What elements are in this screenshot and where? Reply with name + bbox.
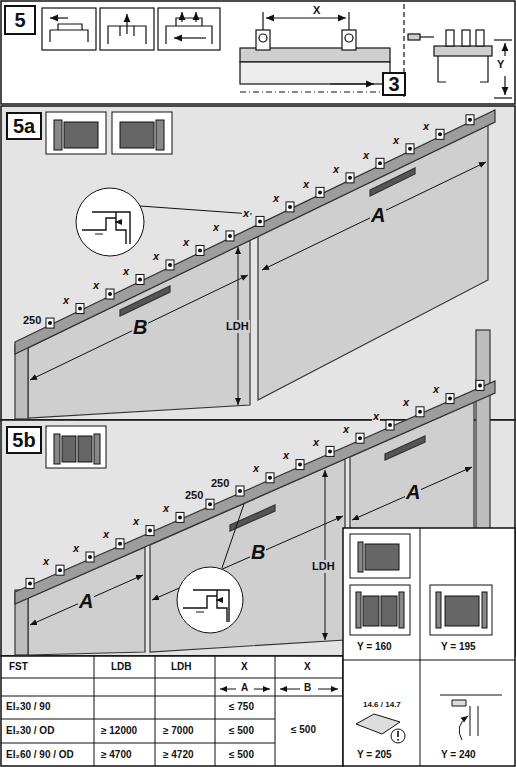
label: Y [496,58,505,71]
step-number: 5b [12,429,35,452]
label: x [92,279,100,292]
label: LDH [170,661,193,673]
label: x [432,383,440,396]
label: X [240,661,249,673]
label: x [242,207,250,220]
label: ≤ 500 [228,725,255,737]
label: x [62,294,70,307]
label: B [132,316,148,339]
label: x [102,528,110,541]
label: x [252,462,260,475]
label: B [250,541,266,564]
step-number: 5a [13,115,35,138]
label: ≤ 500 [228,749,255,761]
label: LDB [110,661,133,673]
label: x [282,449,290,462]
label: x [402,396,410,409]
label: ≥ 12000 [100,725,138,737]
label: Y = 195 [440,641,477,653]
label: EI₂60 / 90 / OD [5,749,75,761]
label: A [240,682,249,694]
label: x [332,163,340,176]
label: EI₂30 / 90 [5,701,51,713]
label: x [132,515,140,528]
label: A [78,590,94,613]
label: 250 [210,477,230,490]
step-box: 3 [382,72,406,96]
label: ≥ 4700 [100,749,133,761]
label: EI₂30 / OD [5,725,55,737]
label: Y = 205 [356,749,393,761]
label: X [312,4,321,17]
step-number: 5 [14,9,25,32]
label: x [162,502,170,515]
label: x [422,120,430,133]
label: Y = 160 [356,641,393,653]
label: x [302,178,310,191]
label: x [372,410,380,423]
label: 250 [22,314,42,327]
label: ≥ 4720 [162,749,195,761]
step-box: 5b [6,426,42,454]
label: 250 [184,489,204,502]
label: LDH [225,320,250,333]
label: x [342,423,350,436]
label: x [152,250,160,263]
label: B [303,682,312,694]
label: x [212,221,220,234]
label: x [72,542,80,555]
label: x [272,192,280,205]
label: A [370,204,386,227]
label: x [182,236,190,249]
step-box: 5 [4,5,36,35]
label: 14.6 / 14.7 [362,700,402,709]
label: x [312,436,320,449]
label: X [303,661,312,673]
label: ≥ 7000 [162,725,195,737]
label: ≤ 750 [228,701,255,713]
label: ≤ 500 [290,724,317,736]
label: LDH [311,560,336,573]
step-box: 5a [6,112,42,140]
label: x [42,555,50,568]
label: A [405,481,421,504]
step-number: 3 [388,73,399,96]
label: FST [8,661,29,673]
label: x [392,134,400,147]
label: x [362,149,370,162]
label: Y = 240 [440,749,477,761]
label: x [122,265,130,278]
